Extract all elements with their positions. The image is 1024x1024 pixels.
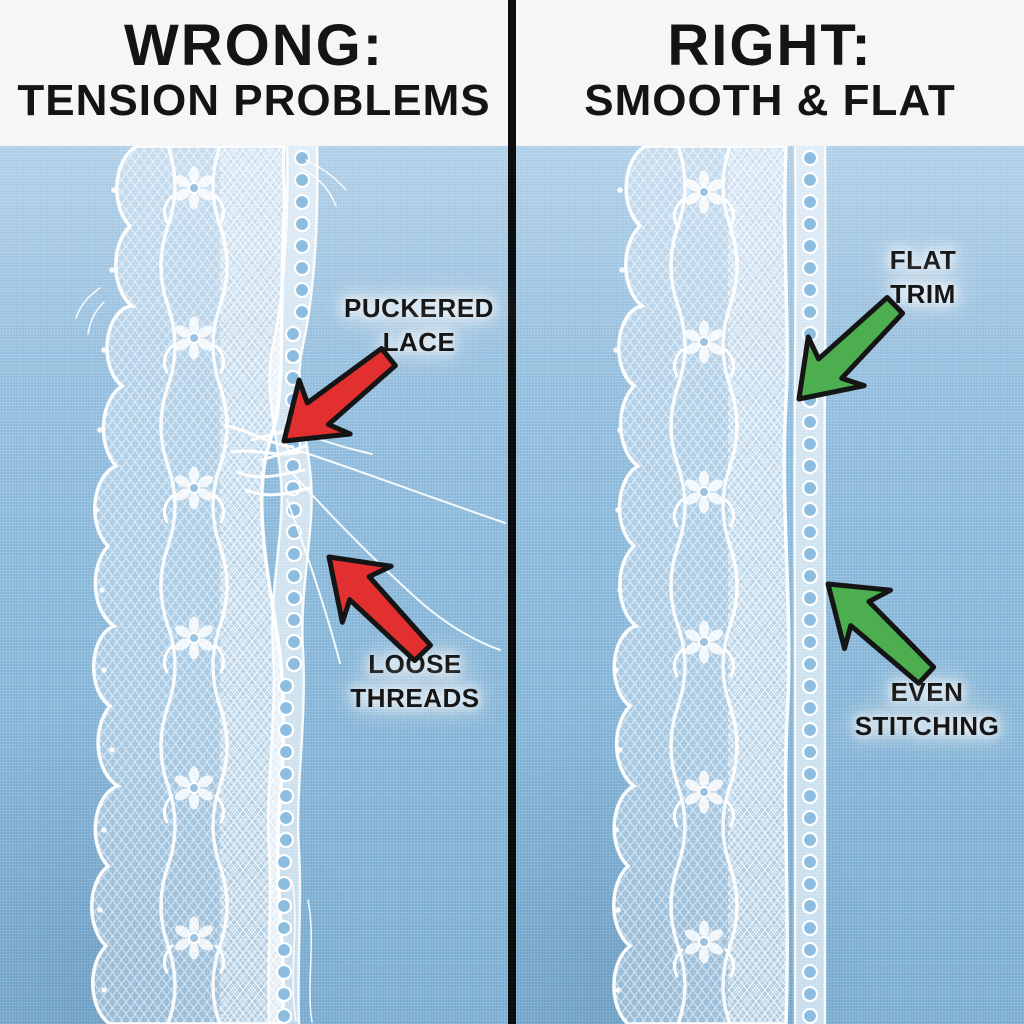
right-heading: RIGHT: <box>667 13 873 78</box>
wrong-fabric-photo <box>0 146 508 1024</box>
right-header: RIGHT: SMOOTH & FLAT <box>516 0 1024 146</box>
wrong-lace-illustration <box>75 146 506 1024</box>
wrong-panel: WRONG: TENSION PROBLEMS <box>0 0 508 1024</box>
flat-trim-label: FLAT TRIM <box>890 243 957 311</box>
right-subheading: SMOOTH & FLAT <box>584 76 956 125</box>
center-divider <box>508 0 516 1024</box>
wrong-subheading: TENSION PROBLEMS <box>17 76 491 125</box>
even-stitching-label-line2: STITCHING <box>854 711 1000 741</box>
loose-threads-label-line2: THREADS <box>350 683 480 713</box>
puckered-lace-label-line1: PUCKERED <box>344 293 494 323</box>
flat-trim-label-line1: FLAT <box>889 245 957 275</box>
wrong-heading: WRONG: <box>123 13 385 78</box>
puckered-lace-label-line2: LACE <box>382 327 456 357</box>
wrong-header: WRONG: TENSION PROBLEMS <box>0 0 508 146</box>
even-stitching-label: EVEN STITCHING <box>855 675 1000 743</box>
even-stitching-label-line1: EVEN <box>890 677 964 707</box>
right-panel: RIGHT: SMOOTH & FLAT <box>516 0 1024 1024</box>
loose-threads-label-line1: LOOSE <box>368 649 462 679</box>
flat-trim-label-line2: TRIM <box>890 279 956 309</box>
puckered-lace-label: PUCKERED LACE <box>344 291 494 359</box>
loose-threads-label: LOOSE THREADS <box>350 647 479 715</box>
